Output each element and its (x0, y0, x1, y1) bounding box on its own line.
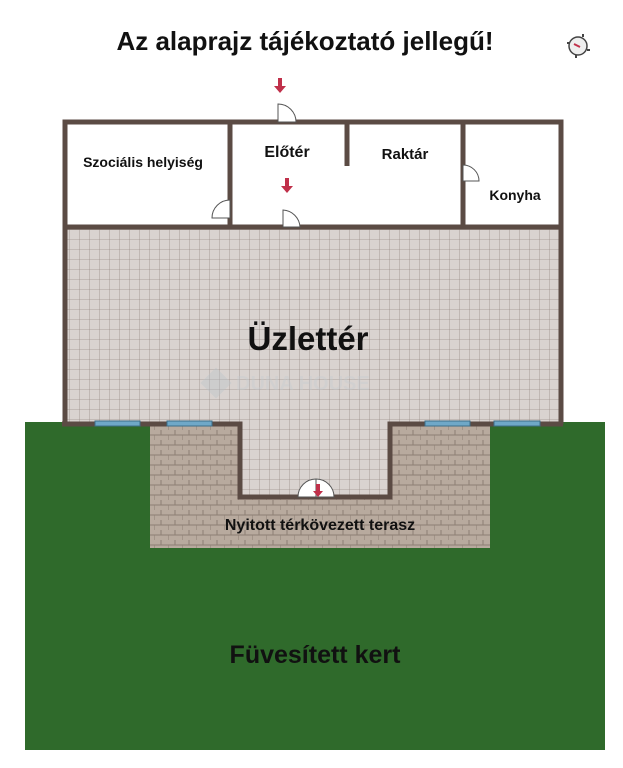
room-label-social: Szociális helyiség (83, 154, 203, 170)
room-label-storage: Raktár (382, 146, 429, 163)
entrance-arrow-icons (274, 78, 323, 497)
room-label-shop: Üzlettér (247, 320, 368, 357)
compass-icon (567, 34, 590, 58)
room-label-garden: Füvesített kert (230, 641, 402, 669)
shop-floor (65, 227, 561, 423)
room-label-kitchen: Konyha (489, 187, 541, 203)
top-rooms (65, 122, 561, 227)
watermark-logo: DUNA HOUSE (200, 367, 370, 399)
room-label-terrace: Nyitott térkövezett terasz (225, 517, 415, 534)
room-label-hall: Előtér (264, 144, 309, 161)
svg-text:DUNA HOUSE: DUNA HOUSE (236, 373, 370, 395)
windows (94, 420, 541, 427)
plan-title: Az alaprajz tájékoztató jellegű! (116, 26, 493, 56)
